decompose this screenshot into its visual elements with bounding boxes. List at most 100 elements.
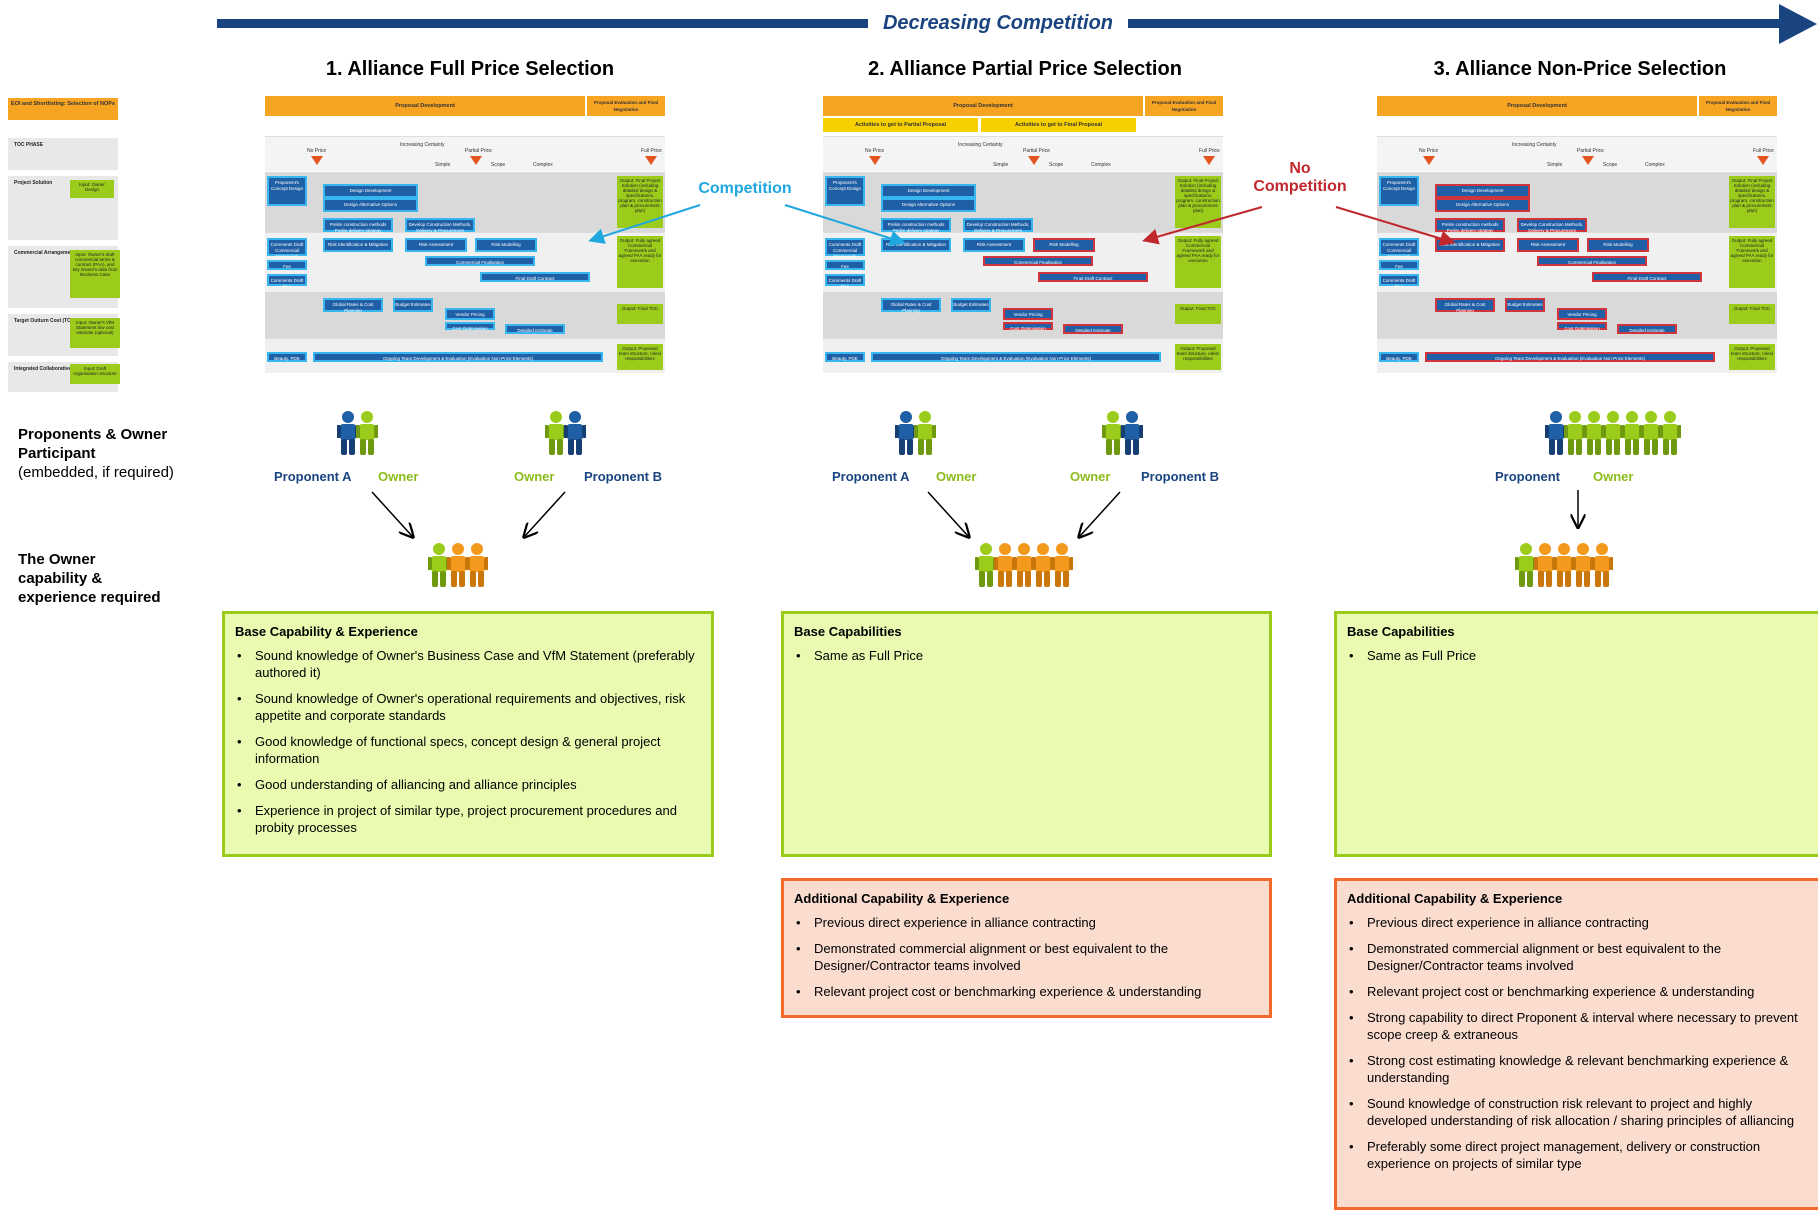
increasing-certainty-label: Increasing Certainty [400, 142, 445, 148]
task-commercial-final: Commercial Finalisation [983, 256, 1093, 266]
arrow-col2-b [1080, 491, 1121, 536]
person-icon [1572, 543, 1594, 587]
output-final-toc: Output: Final TOC [1729, 304, 1775, 324]
task-comments-draft: Comments Draft Commercial Framework [825, 238, 865, 259]
task-final-draft: Final Draft Contract [1038, 272, 1148, 282]
output-team-structure: Output: Proposed team structure, roles/ … [1175, 344, 1221, 370]
person-icon [914, 411, 936, 455]
eoi-shortlisting-bar: EOI and Shortlisting: Selection of NOPs [8, 98, 118, 120]
output-project-solution: Output: Final Project Solution (includin… [1729, 176, 1775, 228]
task-vendor: Vendor Pricing [445, 308, 495, 320]
output-commercial: Output: Fully agreed Commercial Framewor… [617, 236, 663, 288]
label-owner-col2-b: Owner [1070, 469, 1111, 484]
complex-label: Complex [533, 162, 553, 168]
phase-grid [1377, 136, 1777, 171]
input-owner-commercial: Input: Owner's draft commercial terms & … [70, 250, 120, 298]
simple-label: Simple [993, 162, 1009, 168]
label-owner-col3: Owner [1593, 469, 1634, 484]
proposal-evaluation-bar: Proposal Evaluation and Final Negotiatio… [1145, 96, 1223, 116]
capability-item: Demonstrated commercial alignment or bes… [1349, 940, 1808, 974]
no-price-label: No Price [307, 148, 327, 154]
capability-item: Previous direct experience in alliance c… [796, 914, 1259, 931]
task-concept: Proponent's Concept Design [1379, 176, 1419, 206]
task-comments-draft: Comments Draft Commercial Framework [267, 238, 307, 259]
task-prelim: Prelim construction methods Prelim deliv… [881, 218, 951, 233]
capability-item: Relevant project cost or benchmarking ex… [796, 983, 1259, 1000]
activities-partial-bar: Activities to get to Partial Proposal [823, 118, 978, 132]
price-marker-icon [1203, 156, 1215, 165]
partial-price-label: Partial Price [1577, 148, 1604, 154]
price-marker-icon [1423, 156, 1435, 165]
full-price-label: Full Price [641, 148, 662, 154]
output-project-solution: Output: Final Project Solution (includin… [1175, 176, 1221, 228]
task-concept: Proponent's Concept Design [825, 176, 865, 206]
price-marker-icon [470, 156, 482, 165]
box-title: Base Capabilities [794, 624, 902, 639]
arrow-head-icon [1779, 4, 1817, 44]
price-marker-icon [1028, 156, 1040, 165]
task-cost-opt: Cost Optimisation [1003, 322, 1053, 331]
box-title: Base Capabilities [1347, 624, 1455, 639]
column-title-non-price: 3. Alliance Non-Price Selection [1433, 58, 1727, 80]
additional-capability-box-col2: Additional Capability & Experience Previ… [781, 878, 1272, 1018]
capability-item: Strong cost estimating knowledge & relev… [1349, 1052, 1808, 1086]
capability-item: Same as Full Price [796, 647, 1259, 664]
proposal-evaluation-bar: Proposal Evaluation and Final Negotiatio… [587, 96, 665, 116]
label-proponent-a-col2: Proponent A [832, 469, 910, 484]
task-budget: Budget Estimates [1505, 298, 1545, 312]
task-comments-paa: Comments Draft PAA [825, 274, 865, 289]
person-icon [1032, 543, 1054, 587]
task-fee: Fee [1379, 260, 1419, 270]
capability-item: Relevant project cost or benchmarking ex… [1349, 983, 1808, 1000]
phase-grid [265, 136, 665, 171]
task-concept: Proponent's Concept Design [267, 176, 307, 206]
capability-item: Previous direct experience in alliance c… [1349, 914, 1808, 931]
capability-item: Experience in project of similar type, p… [237, 802, 701, 836]
additional-capability-box-col3: Additional Capability & Experience Previ… [1334, 878, 1818, 1210]
simple-label: Simple [1547, 162, 1563, 168]
price-marker-icon [645, 156, 657, 165]
task-commercial-final: Commercial Finalisation [1537, 256, 1647, 266]
label-proponent-col3: Proponent [1495, 469, 1560, 484]
competition-callout: Competition [698, 180, 792, 197]
partial-price-label: Partial Price [1023, 148, 1050, 154]
no-competition-arrow-right [1335, 206, 1456, 247]
increasing-certainty-label: Increasing Certainty [1512, 142, 1557, 148]
task-comments-draft: Comments Draft Commercial Framework [1379, 238, 1419, 259]
task-comments-paa: Comments Draft PAA [1379, 274, 1419, 289]
task-design-dev: Design Development [881, 184, 976, 198]
increasing-certainty-label: Increasing Certainty [958, 142, 1003, 148]
person-icon [337, 411, 359, 455]
no-competition-line2: Competition [1253, 178, 1347, 195]
person-icon [356, 411, 378, 455]
input-owner-design: Input: Owner Design [70, 180, 114, 198]
no-competition-line1: No [1289, 160, 1311, 177]
partial-price-label: Partial Price [465, 148, 492, 154]
label-proponent-a-col1: Proponent A [274, 469, 352, 484]
price-marker-icon [869, 156, 881, 165]
task-ongoing: Ongoing Team Development & Evaluation (E… [1425, 352, 1715, 362]
task-risk-model: Risk Modelling [475, 238, 537, 252]
task-design-dev: Design Development [1435, 184, 1530, 198]
task-global-rates: Global Rates & Cost Planning [1435, 298, 1495, 313]
label-proponent-b-col1: Proponent B [584, 469, 662, 484]
task-global-rates: Global Rates & Cost Planning [881, 298, 941, 313]
output-team-structure: Output: Proposed team structure, roles/ … [617, 344, 663, 370]
column-title-partial-price: 2. Alliance Partial Price Selection [868, 58, 1182, 80]
person-icon [1102, 411, 1124, 455]
task-beauty: Beauty, PDE [825, 352, 865, 362]
task-design-alt: Design Alternative Options [1435, 198, 1530, 212]
no-competition-arrow-left [1142, 206, 1263, 245]
task-risk-assess: Risk Assessment [1517, 238, 1579, 252]
task-final-draft: Final Draft Contract [480, 272, 590, 282]
output-final-toc: Output: Final TOC [1175, 304, 1221, 324]
task-risk-model: Risk Modelling [1587, 238, 1649, 252]
task-develop: Develop Construction Methods, Delivery &… [963, 218, 1033, 233]
box-title: Additional Capability & Experience [1347, 891, 1563, 906]
proponents-owner-sub: (embedded, if required) [18, 464, 174, 481]
task-prelim: Prelim construction methods Prelim deliv… [323, 218, 393, 233]
